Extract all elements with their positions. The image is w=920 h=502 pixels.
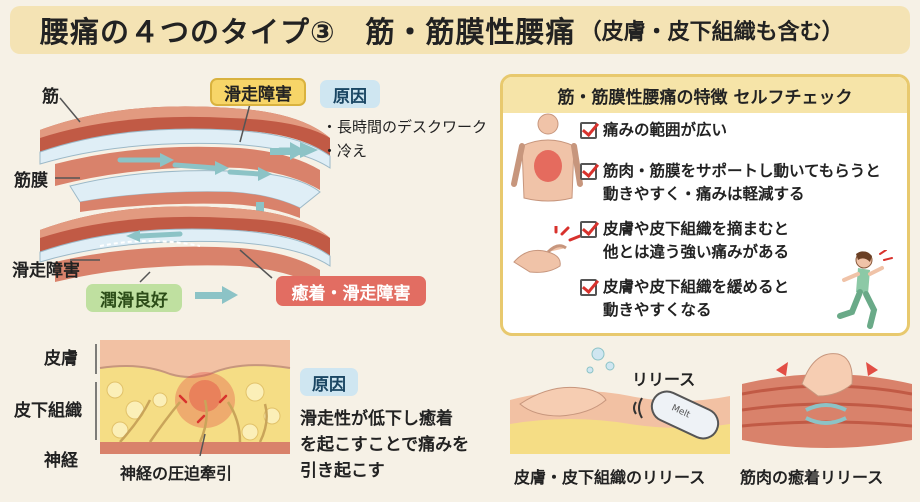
cause-line-1: 滑走性が低下し癒着 bbox=[300, 409, 453, 429]
label-glide-disorder: 滑走障害 bbox=[12, 261, 80, 281]
check-item-1: 痛みの範囲が広い bbox=[580, 119, 727, 142]
self-check-title: 筋・筋膜性腰痛の特徴 セルフチェック bbox=[503, 77, 907, 113]
back-pain-figure bbox=[511, 113, 583, 202]
check-item-3: 皮膚や皮下組織を摘まむと他とは違う強い痛みがある bbox=[580, 218, 789, 264]
label-skin: 皮膚 bbox=[44, 349, 78, 369]
label-nerve: 神経 bbox=[44, 451, 78, 471]
right-arrow bbox=[195, 286, 238, 304]
checkbox-icon bbox=[580, 221, 597, 238]
check-item-2: 筋肉・筋膜をサポートし動いてもらうと動きやすく・痛みは軽減する bbox=[580, 160, 881, 206]
label-release: リリース bbox=[632, 370, 696, 389]
label-muscle: 筋 bbox=[42, 87, 59, 107]
page-subtitle: （皮膚・皮下組織も含む） bbox=[579, 20, 844, 45]
label-fascia: 筋膜 bbox=[14, 171, 48, 191]
cause-item-1: ・長時間のデスクワーク bbox=[322, 118, 488, 136]
muscle-release-illustration bbox=[742, 353, 912, 448]
checkbox-icon bbox=[580, 122, 597, 139]
tag-lubrication-good: 潤滑良好 bbox=[86, 284, 182, 312]
title-bar: 腰痛の４つのタイプ③ 筋・筋膜性腰痛 （皮膚・皮下組織も含む） bbox=[10, 6, 910, 54]
cause-title-top: 原因 bbox=[320, 80, 380, 108]
lower-muscle-stack bbox=[39, 206, 331, 288]
muscle-layers-illustration bbox=[39, 97, 331, 304]
checkbox-icon bbox=[580, 279, 597, 296]
self-check-panel: 筋・筋膜性腰痛の特徴 セルフチェック bbox=[500, 74, 910, 336]
checkbox-icon bbox=[580, 163, 597, 180]
tag-glide-disorder: 滑走障害 bbox=[210, 78, 306, 106]
tag-adhesion: 癒着・滑走障害 bbox=[276, 276, 426, 306]
release-device: Melt bbox=[650, 390, 720, 440]
skin-cross-section bbox=[95, 340, 291, 457]
cause-line-2: を起こすことで痛みを bbox=[300, 435, 470, 455]
check-item-4: 皮膚や皮下組織を緩めると動きやすくなる bbox=[580, 276, 789, 322]
pinching-hand-icon bbox=[513, 226, 582, 273]
walking-woman-figure bbox=[837, 250, 893, 329]
cause-title-bottom: 原因 bbox=[300, 368, 358, 396]
cause-line-3: 引き起こす bbox=[300, 461, 385, 481]
skin-release-illustration: Melt bbox=[510, 347, 730, 454]
side-arrow bbox=[270, 142, 306, 160]
label-subcutaneous: 皮下組織 bbox=[14, 401, 82, 421]
caption-muscle-release: 筋肉の癒着リリース bbox=[740, 468, 884, 487]
page-title: 腰痛の４つのタイプ③ 筋・筋膜性腰痛 bbox=[40, 15, 576, 49]
upper-muscle-stack bbox=[39, 106, 331, 218]
caption-nerve-compression: 神経の圧迫牽引 bbox=[120, 464, 233, 483]
caption-skin-release: 皮膚・皮下組織のリリース bbox=[514, 468, 706, 487]
cause-item-2: ・冷え bbox=[322, 142, 368, 160]
